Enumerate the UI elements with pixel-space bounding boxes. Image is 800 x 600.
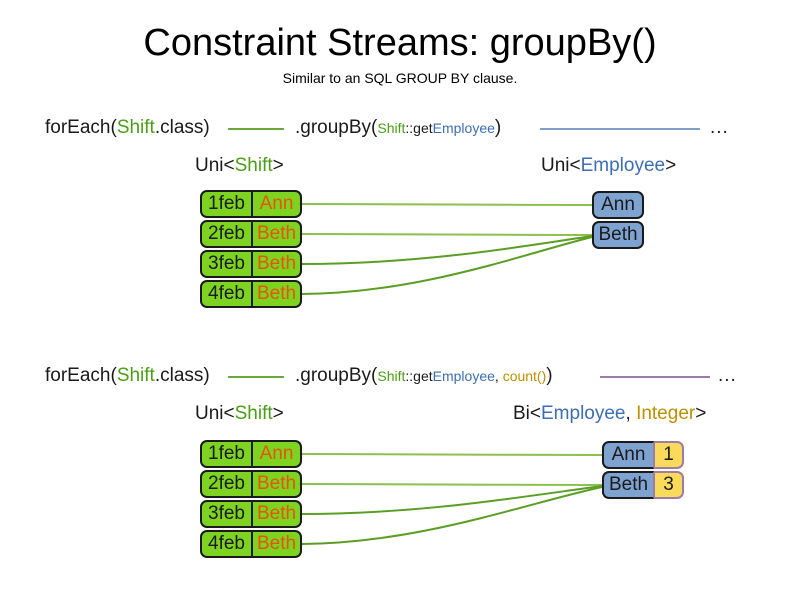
link-shift2-to-beth (301, 233, 593, 236)
groupby-arg-sep: ::get (405, 120, 433, 136)
shift-employee-cell: Beth (252, 500, 302, 528)
shift-employee-cell: Beth (252, 250, 302, 278)
group-employee-cell: Ann (602, 441, 654, 469)
foreach-prefix: forEach( (45, 117, 117, 138)
group-count-cell: 1 (654, 441, 684, 469)
groupby-arg-sep: ::get (405, 368, 433, 384)
link-shift3-to-beth (301, 235, 593, 265)
shift-row[interactable]: 1feb Ann (200, 440, 302, 468)
shift-date-cell: 2feb (200, 470, 252, 498)
shift-date-cell: 1feb (200, 190, 252, 218)
shift-date-cell: 3feb (200, 250, 252, 278)
foreach-suffix: .class) (154, 117, 210, 138)
link-shift1-to-ann (301, 203, 593, 206)
shift-date-cell: 1feb (200, 440, 252, 468)
group-row[interactable]: Beth (592, 221, 644, 249)
type-a: Shift (234, 155, 273, 176)
group-employee-cell: Ann (592, 191, 644, 219)
shift-row[interactable]: 4feb Beth (200, 530, 302, 558)
foreach-prefix: forEach( (45, 365, 117, 386)
group-employee-cell: Beth (602, 471, 654, 499)
groupby-arg-comma: , (494, 368, 503, 384)
type-post: > (695, 403, 707, 424)
groupby-arg-type: Shift (377, 368, 406, 384)
type-post: > (272, 155, 284, 176)
groupby-arg-prop: Employee (432, 120, 495, 136)
shift-employee-cell: Beth (252, 220, 302, 248)
shift-employee-cell: Beth (252, 280, 302, 308)
shift-row[interactable]: 3feb Beth (200, 500, 302, 528)
group-row[interactable]: Ann (592, 191, 644, 219)
page-subtitle: Similar to an SQL GROUP BY clause. (282, 70, 518, 86)
group-row[interactable]: Ann 1 (602, 441, 684, 469)
group-count-cell: 3 (654, 471, 684, 499)
shift-row[interactable]: 4feb Beth (200, 280, 302, 308)
groupby-arg-prop: Employee (432, 368, 495, 384)
type-sep: , (625, 403, 637, 424)
group-employee-cell: Beth (592, 221, 644, 249)
pipeline-row-groupby-single: forEach(Shift.class) .groupBy(Shift::get… (0, 115, 800, 141)
stream-type-right-uni-employee: Uni<Employee> (541, 154, 676, 178)
connector-groupby-to-next (540, 128, 700, 130)
page-title: Constraint Streams: groupBy() (143, 22, 657, 64)
link-shift2-to-beth (301, 483, 603, 486)
shift-employee-cell: Ann (252, 190, 302, 218)
type-pre: Uni< (195, 155, 235, 176)
shift-date-cell: 4feb (200, 530, 252, 558)
link-shift4-to-beth (301, 236, 593, 295)
mapping-lines-groupby-count (0, 435, 800, 565)
type-pre: Uni< (195, 403, 235, 424)
shift-date-cell: 3feb (200, 500, 252, 528)
group-row[interactable]: Beth 3 (602, 471, 684, 499)
groupby-prefix: .groupBy( (295, 365, 378, 386)
groupby-prefix: .groupBy( (295, 117, 378, 138)
type-a: Shift (234, 403, 273, 424)
connector-groupby-to-next (600, 376, 710, 378)
groupby-arg-collector: count() (502, 368, 547, 384)
shift-row[interactable]: 3feb Beth (200, 250, 302, 278)
groupby-expression: .groupBy(Shift::getEmployee) (295, 115, 501, 141)
shift-row[interactable]: 2feb Beth (200, 470, 302, 498)
shift-row[interactable]: 1feb Ann (200, 190, 302, 218)
pipeline-ellipsis: ... (710, 117, 729, 138)
type-pre: Uni< (541, 155, 581, 176)
groupby-expression: .groupBy(Shift::getEmployee, count()) (295, 363, 553, 389)
pipeline-ellipsis: ... (718, 365, 737, 386)
connector-foreach-to-groupby (228, 128, 284, 130)
connector-foreach-to-groupby (228, 376, 284, 378)
type-a: Employee (541, 403, 626, 424)
type-post: > (272, 403, 284, 424)
foreach-expression: forEach(Shift.class) (45, 115, 210, 141)
shift-date-cell: 2feb (200, 220, 252, 248)
shift-employee-cell: Beth (252, 470, 302, 498)
shift-date-cell: 4feb (200, 280, 252, 308)
shift-row[interactable]: 2feb Beth (200, 220, 302, 248)
groupby-arg-type: Shift (377, 120, 406, 136)
type-a: Employee (580, 155, 666, 176)
foreach-expression: forEach(Shift.class) (45, 363, 210, 389)
stream-type-right-bi-employee-integer: Bi<Employee, Integer> (513, 402, 706, 426)
type-post: > (665, 155, 677, 176)
shift-employee-cell: Beth (252, 530, 302, 558)
type-pre: Bi< (513, 403, 541, 424)
stream-type-left-uni-shift: Uni<Shift> (195, 154, 284, 178)
foreach-suffix: .class) (154, 365, 210, 386)
stream-type-left-uni-shift: Uni<Shift> (195, 402, 284, 426)
type-b: Integer (636, 403, 696, 424)
mapping-lines-groupby-single (0, 185, 800, 315)
foreach-type: Shift (116, 117, 155, 138)
link-shift3-to-beth (301, 485, 603, 515)
pipeline-row-groupby-count: forEach(Shift.class) .groupBy(Shift::get… (0, 363, 800, 389)
groupby-suffix: ) (546, 365, 553, 386)
groupby-suffix: ) (494, 117, 502, 138)
shift-employee-cell: Ann (252, 440, 302, 468)
link-shift4-to-beth (301, 486, 603, 545)
link-shift1-to-ann (301, 453, 603, 456)
foreach-type: Shift (116, 365, 155, 386)
